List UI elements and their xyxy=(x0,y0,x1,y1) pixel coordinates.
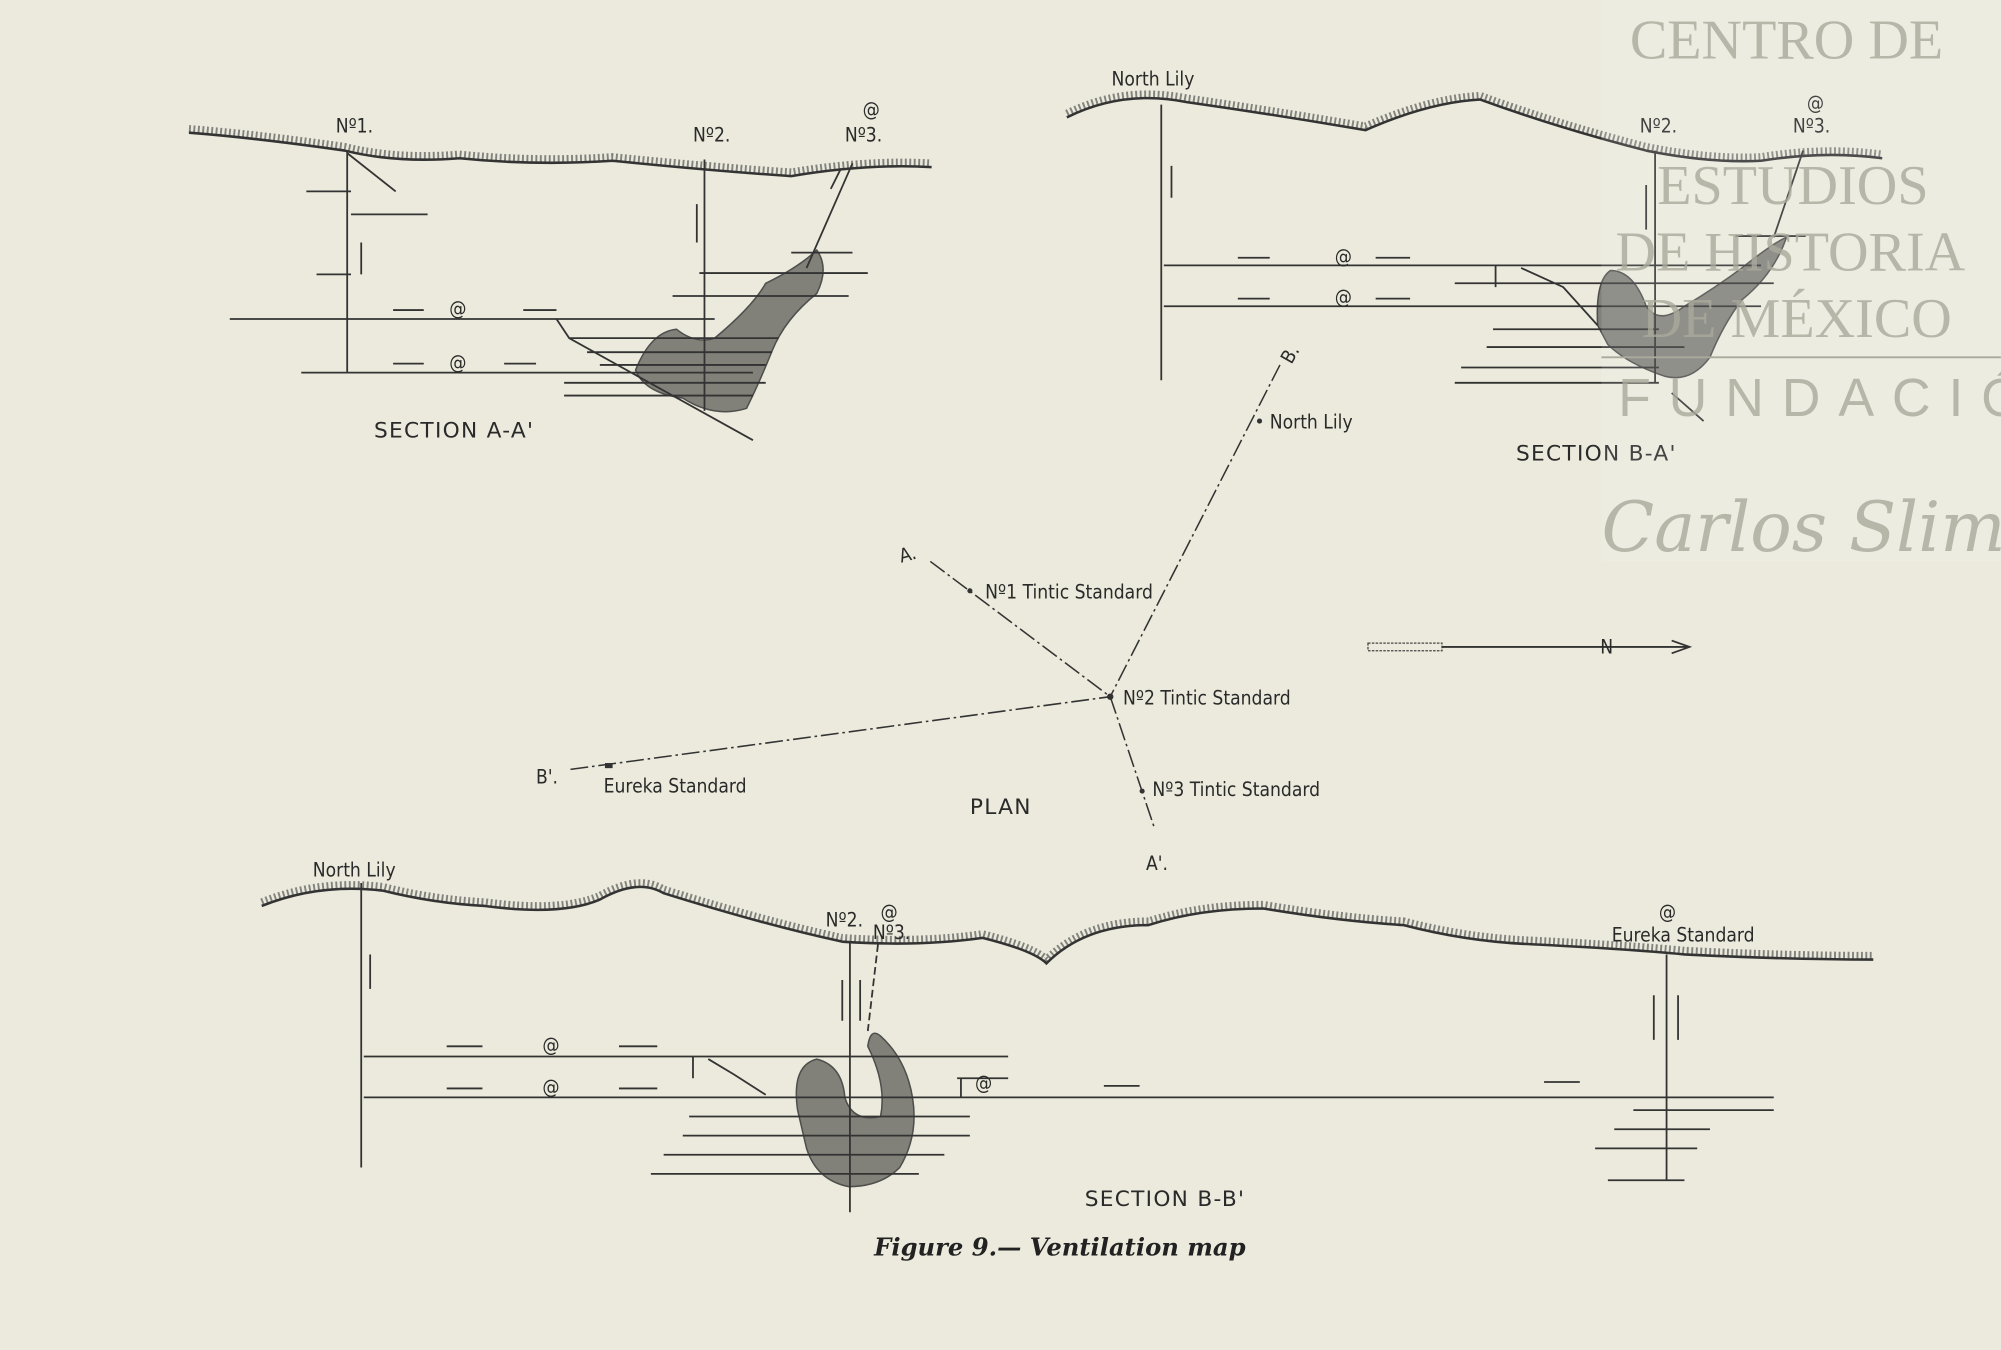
north-arrow-icon: N xyxy=(1367,635,1693,658)
fan-icon: @ xyxy=(863,98,880,121)
point-b-label: B. xyxy=(1276,341,1305,367)
fan-icon: @ xyxy=(449,297,466,320)
fan-icon: @ xyxy=(1335,245,1352,268)
section-a-a-title: SECTION A-A' xyxy=(374,419,534,444)
watermark-line: CENTRO DE xyxy=(1630,10,1943,72)
eureka-label: Eureka Standard xyxy=(604,774,747,797)
tintic1-label: Nº1 Tintic Standard xyxy=(985,580,1153,603)
section-b-a: North Lily Nº2. Nº3. @ @ @ SECTION B-A' xyxy=(1065,67,1883,467)
north-label: N xyxy=(1600,635,1613,658)
watermark-line: DE HISTORIA xyxy=(1615,222,1965,284)
eureka-label: Eureka Standard xyxy=(1612,924,1755,947)
plan-title: PLAN xyxy=(970,795,1032,820)
section-a-a: Nº1. Nº2. Nº3. @ @ @ SECTION A-A' xyxy=(188,98,932,444)
ore-body xyxy=(634,248,824,413)
shaft1-label: Nº1. xyxy=(336,115,373,138)
ground-surface xyxy=(188,131,932,178)
ground-surface xyxy=(1066,96,1883,163)
ore-body xyxy=(795,1032,915,1188)
point-a-prime-label: A'. xyxy=(1146,852,1168,875)
north-lily-label: North Lily xyxy=(1270,411,1353,434)
north-lily-label: North Lily xyxy=(313,859,396,882)
north-lily-label: North Lily xyxy=(1112,67,1195,90)
fan-icon: @ xyxy=(881,901,898,924)
figure-caption: Figure 9.— Ventilation map xyxy=(873,1233,1245,1262)
fan-icon: @ xyxy=(1335,286,1352,309)
tintic2-label: Nº2 Tintic Standard xyxy=(1123,686,1291,709)
shaft3-label: Nº3. xyxy=(873,921,910,944)
tintic3-label: Nº3 Tintic Standard xyxy=(1152,778,1320,801)
fan-icon: @ xyxy=(1807,92,1824,115)
fan-icon: @ xyxy=(975,1072,992,1095)
point-b-prime-label: B'. xyxy=(536,765,558,788)
point-a-label: A. xyxy=(896,541,918,568)
section-b-a-title: SECTION B-A' xyxy=(1516,442,1677,467)
shaft3-label: Nº3. xyxy=(1793,115,1830,138)
section-b-b: North Lily Nº2. Nº3. Eureka Standard @ @… xyxy=(260,859,1874,1213)
ground-surface xyxy=(261,885,1874,966)
watermark-foundation: FUNDACIÓN xyxy=(1618,368,2001,428)
watermark-line: DE MÉXICO xyxy=(1642,288,1952,350)
watermark-line: ESTUDIOS xyxy=(1657,155,1928,217)
shaft2-label: Nº2. xyxy=(693,124,730,147)
plan-view: A. B. B'. A'. North Lily Nº1 Tintic Stan… xyxy=(536,341,1693,875)
shaft2-label: Nº2. xyxy=(826,908,863,931)
fan-icon: @ xyxy=(449,351,466,374)
fan-icon: @ xyxy=(1659,901,1676,924)
fan-icon: @ xyxy=(542,1033,559,1056)
section-b-b-title: SECTION B-B' xyxy=(1085,1187,1246,1212)
shaft3-label: Nº3. xyxy=(845,124,882,147)
watermark-logo: CENTRO DE ESTUDIOS DE HISTORIA DE MÉXICO… xyxy=(1601,0,2001,568)
watermark-signature: Carlos Slim xyxy=(1601,488,2001,568)
fan-icon: @ xyxy=(542,1076,559,1099)
shaft2-label: Nº2. xyxy=(1640,115,1677,138)
